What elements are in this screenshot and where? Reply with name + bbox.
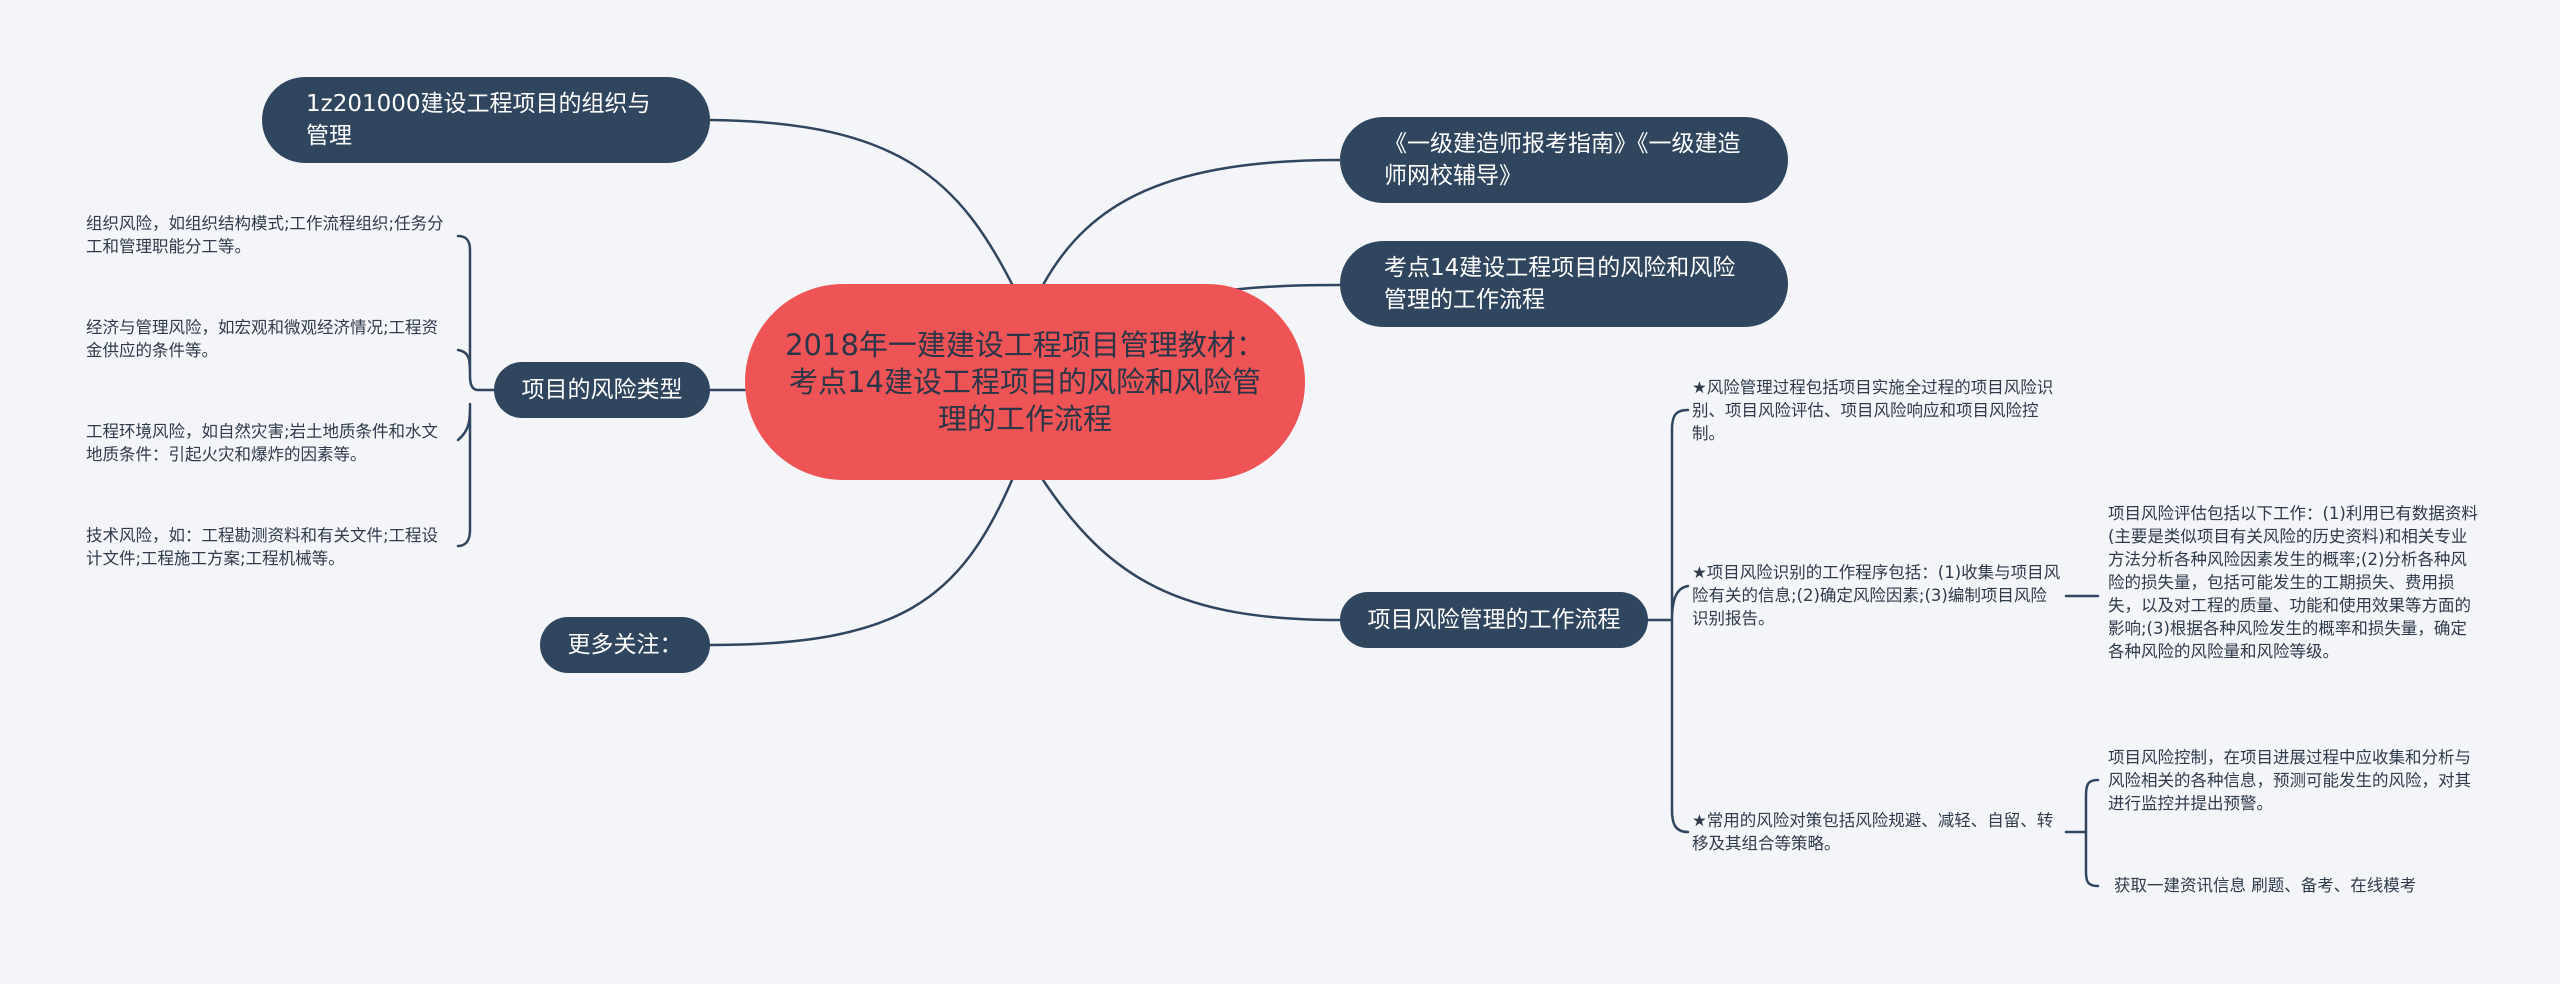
root-topic[interactable]: 2018年一建建设工程项目管理教材：考点14建设工程项目的风险和风险管理的工作流… bbox=[745, 284, 1305, 480]
link-root-org bbox=[708, 118, 1017, 292]
branch-kaodian-label: 考点14建设工程项目的风险和风险管理的工作流程 bbox=[1384, 255, 1736, 313]
more-info-link[interactable]: 获取一建资讯信息 刷题、备考、在线模考 bbox=[2114, 876, 2417, 895]
branch-more-attention[interactable]: 更多关注： bbox=[540, 617, 710, 673]
branch-org-management[interactable]: 1z201000建设工程项目的组织与管理 bbox=[262, 77, 710, 163]
branch-kaodian[interactable]: 考点14建设工程项目的风险和风险管理的工作流程 bbox=[1340, 241, 1788, 327]
branch-org-management-label: 1z201000建设工程项目的组织与管理 bbox=[306, 91, 651, 149]
risk-type-technical[interactable]: 技术风险，如：工程勘测资料和有关文件;工程设计文件;工程施工方案;工程机械等。 bbox=[86, 526, 439, 568]
branch-risk-types-label: 项目的风险类型 bbox=[521, 377, 683, 403]
branch-exam-guide-label: 《一级建造师报考指南》《一级建造师网校辅导》 bbox=[1384, 131, 1741, 189]
risk-control-detail[interactable]: 项目风险控制，在项目进展过程中应收集和分析与风险相关的各种信息，预测可能发生的风… bbox=[2108, 748, 2471, 813]
bracket-risk-types bbox=[456, 234, 496, 548]
link-root-guide bbox=[1041, 158, 1342, 287]
branch-workflow[interactable]: 项目风险管理的工作流程 bbox=[1340, 592, 1648, 648]
bracket-strategy bbox=[2064, 778, 2100, 888]
branch-risk-types[interactable]: 项目的风险类型 bbox=[494, 362, 710, 418]
risk-type-environment[interactable]: 工程环境风险，如自然灾害;岩土地质条件和水文地质条件：引起火灾和爆炸的因素等。 bbox=[86, 422, 439, 464]
branch-exam-guide[interactable]: 《一级建造师报考指南》《一级建造师网校辅导》 bbox=[1340, 117, 1788, 203]
branch-more-attention-label: 更多关注： bbox=[567, 632, 683, 658]
risk-type-economic[interactable]: 经济与管理风险，如宏观和微观经济情况;工程资金供应的条件等。 bbox=[86, 318, 439, 360]
link-root-kaodian bbox=[1228, 283, 1342, 292]
workflow-process[interactable]: ★风险管理过程包括项目实施全过程的项目风险识别、项目风险评估、项目风险响应和项目… bbox=[1692, 378, 2054, 443]
risk-assessment-detail[interactable]: 项目风险评估包括以下工作：(1)利用已有数据资料(主要是类似项目有关风险的历史资… bbox=[2108, 504, 2478, 661]
workflow-identification[interactable]: ★项目风险识别的工作程序包括：(1)收集与项目风险有关的信息;(2)确定风险因素… bbox=[1692, 563, 2061, 628]
risk-type-organization[interactable]: 组织风险，如组织结构模式;工作流程组织;任务分工和管理职能分工等。 bbox=[86, 214, 444, 256]
workflow-strategy[interactable]: ★常用的风险对策包括风险规避、减轻、自留、转移及其组合等策略。 bbox=[1692, 811, 2054, 853]
link-root-more bbox=[708, 478, 1014, 647]
root-topic-label: 2018年一建建设工程项目管理教材：考点14建设工程项目的风险和风险管理的工作流… bbox=[785, 327, 1265, 436]
branch-workflow-label: 项目风险管理的工作流程 bbox=[1367, 607, 1621, 633]
link-root-workflow bbox=[1041, 478, 1342, 622]
bracket-workflow bbox=[1646, 408, 1690, 834]
